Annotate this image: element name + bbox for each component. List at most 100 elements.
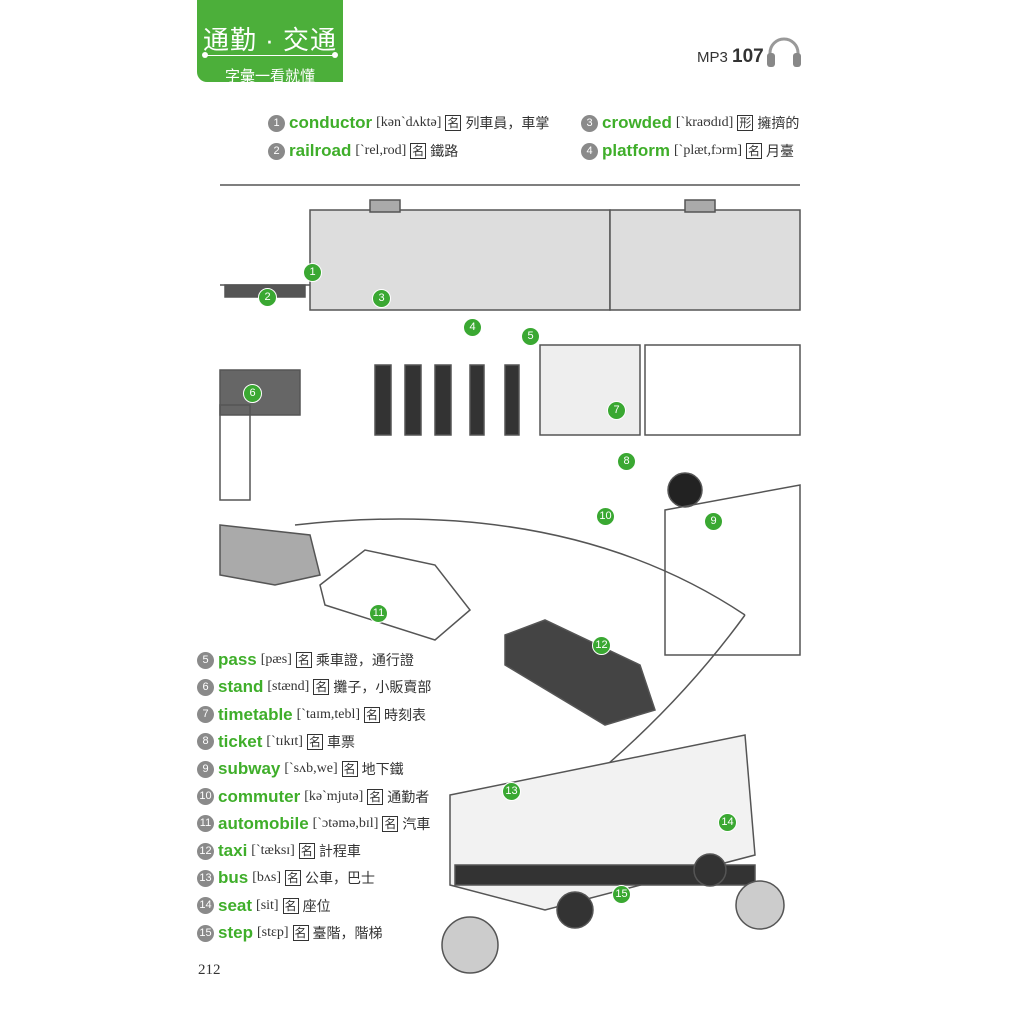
marker-7: 7 xyxy=(607,401,626,420)
vocab-number: 4 xyxy=(581,142,598,160)
vocab-number: 8 xyxy=(197,733,214,751)
transport-illustration xyxy=(219,184,801,974)
part-of-speech: 名 xyxy=(282,897,299,914)
vocab-meaning: 月臺 xyxy=(766,143,795,159)
marker-14: 14 xyxy=(718,813,737,832)
vocab-word: railroad xyxy=(289,141,352,160)
mp3-label: MP3 xyxy=(697,49,728,66)
vocab-word: conductor xyxy=(289,113,373,132)
vocab-word: stand xyxy=(218,677,264,697)
marker-1: 1 xyxy=(303,263,322,282)
vocab-word: pass xyxy=(218,650,257,669)
vocab-phonetic: [`tɪkɪt] xyxy=(266,733,303,749)
vocab-meaning: 車票 xyxy=(326,733,355,750)
vocab-word: step xyxy=(218,923,253,942)
vocab-number: 3 xyxy=(581,114,598,132)
vocab-number: 14 xyxy=(197,897,214,915)
vocab-word: ticket xyxy=(218,731,263,751)
vocab-meaning: 地下鐵 xyxy=(361,761,404,778)
vocab-number: 12 xyxy=(197,842,214,860)
part-of-speech: 名 xyxy=(295,652,312,668)
part-of-speech: 名 xyxy=(292,925,309,941)
vocab-number: 15 xyxy=(197,924,214,942)
vocab-number: 6 xyxy=(197,678,214,696)
vocab-word: automobile xyxy=(218,813,309,833)
marker-13: 13 xyxy=(502,782,521,801)
vocab-word: bus xyxy=(218,868,249,888)
part-of-speech: 名 xyxy=(445,115,462,131)
vocab-meaning: 通勤者 xyxy=(387,788,430,805)
vocab-word: seat xyxy=(218,895,253,915)
vocab-word: timetable xyxy=(218,704,293,724)
vocab-phonetic: [kə`mjutə] xyxy=(304,788,364,804)
vocab-phonetic: [pæs] xyxy=(260,652,292,667)
vocab-meaning: 列車員，車掌 xyxy=(465,115,550,131)
vocab-number: 9 xyxy=(197,760,214,778)
part-of-speech: 名 xyxy=(306,733,323,750)
vocab-meaning: 臺階，階梯 xyxy=(312,925,383,941)
marker-10: 10 xyxy=(596,507,615,526)
vocab-phonetic: [`sʌb,we] xyxy=(284,761,338,777)
marker-4: 4 xyxy=(463,318,482,337)
part-of-speech: 形 xyxy=(737,115,754,131)
vocab-phonetic: [`ɔtəmə,bɪl] xyxy=(312,815,379,831)
marker-15: 15 xyxy=(612,885,631,904)
page-number: 212 xyxy=(198,962,221,978)
vocab-number: 7 xyxy=(197,706,214,724)
marker-8: 8 xyxy=(617,452,636,471)
marker-12: 12 xyxy=(592,636,611,655)
part-of-speech: 名 xyxy=(746,143,763,159)
vocab-phonetic: [`taɪm,tebl] xyxy=(296,706,361,722)
vocab-phonetic: [`tæksɪ] xyxy=(251,843,295,859)
part-of-speech: 名 xyxy=(367,788,384,805)
vocab-word: taxi xyxy=(218,841,248,861)
part-of-speech: 名 xyxy=(313,679,330,696)
divider xyxy=(202,52,338,58)
part-of-speech: 名 xyxy=(341,761,358,778)
marker-3: 3 xyxy=(372,289,391,308)
chapter-title: 通勤 · 交通 xyxy=(202,25,338,55)
vocab-meaning: 計程車 xyxy=(318,843,361,860)
headphones-icon xyxy=(767,37,801,67)
vocab-phonetic: [stænd] xyxy=(267,679,310,695)
mp3-track: MP3 107 xyxy=(697,46,764,68)
marker-9: 9 xyxy=(704,512,723,531)
vocab-meaning: 擁擠的 xyxy=(757,115,800,131)
marker-2: 2 xyxy=(258,288,277,307)
vocab-meaning: 鐵路 xyxy=(430,143,459,159)
vocab-phonetic: [`plæt,fɔrm] xyxy=(674,143,743,158)
vocab-number: 10 xyxy=(197,788,214,805)
vocab-meaning: 汽車 xyxy=(402,815,431,832)
vocab-meaning: 乘車證，通行證 xyxy=(315,652,414,668)
vocab-meaning: 座位 xyxy=(302,897,331,914)
vocab-word: commuter xyxy=(218,786,301,806)
vocab-word: subway xyxy=(218,759,281,779)
part-of-speech: 名 xyxy=(285,870,302,887)
part-of-speech: 名 xyxy=(364,706,381,723)
vocab-number: 13 xyxy=(197,869,214,887)
vocab-phonetic: [stɛp] xyxy=(256,925,289,940)
vocab-word: crowded xyxy=(602,113,672,132)
part-of-speech: 名 xyxy=(298,843,315,860)
vocab-phonetic: [bʌs] xyxy=(252,870,282,886)
chapter-subtitle: 字彙一看就懂 xyxy=(224,68,315,85)
marker-5: 5 xyxy=(521,327,540,346)
chapter-tab: 通勤 · 交通 字彙一看就懂 xyxy=(197,0,343,85)
marker-6: 6 xyxy=(243,384,262,403)
vocab-phonetic: [`rel,rod] xyxy=(355,143,407,158)
vocab-phonetic: [`kraʊdɪd] xyxy=(675,115,734,130)
marker-11: 11 xyxy=(369,604,388,623)
